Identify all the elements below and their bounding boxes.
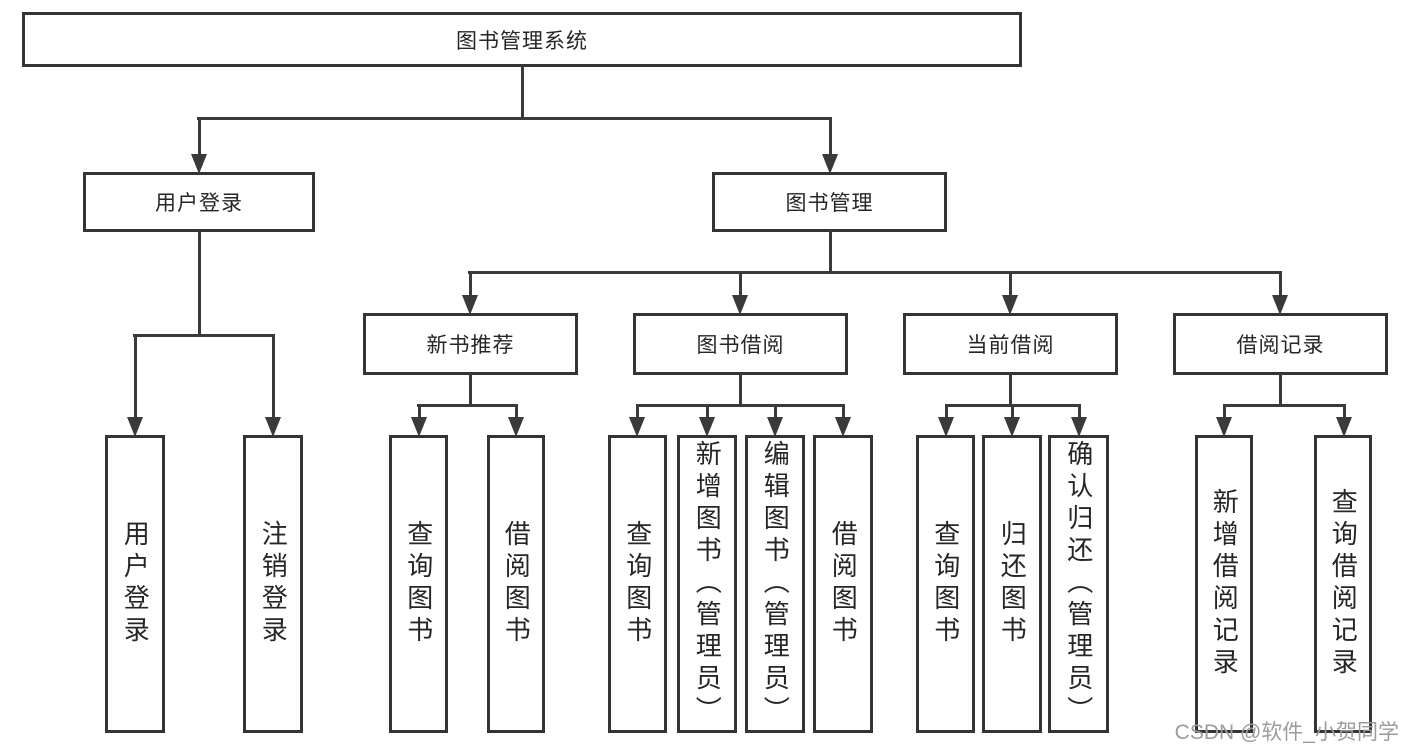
arrow-down-icon bbox=[1336, 417, 1352, 437]
node-label: 编辑图书（管理员） bbox=[760, 440, 791, 728]
node-label: 当前借阅 bbox=[966, 334, 1055, 357]
arrow-down-icon bbox=[732, 295, 748, 315]
arrow-down-icon bbox=[1272, 295, 1288, 315]
arrow-line bbox=[1077, 404, 1081, 419]
arrow-line bbox=[468, 271, 472, 297]
node-label: 借阅记录 bbox=[1236, 334, 1325, 357]
arrow-down-icon bbox=[508, 417, 524, 437]
arrow-down-icon bbox=[835, 417, 851, 437]
watermark: CSDN @软件_小贺同学 bbox=[1174, 721, 1399, 744]
node-label: 查询图书 bbox=[403, 520, 434, 648]
connector-hline bbox=[197, 116, 832, 120]
arrow-line bbox=[738, 271, 742, 297]
node-book-management-system: 图书管理系统 bbox=[22, 12, 1022, 67]
connector-hline bbox=[133, 333, 275, 337]
leaf-logout: 注销登录 bbox=[243, 435, 303, 733]
arrow-line bbox=[1342, 404, 1346, 419]
node-book-management: 图书管理 bbox=[712, 172, 947, 232]
leaf-user-login: 用户登录 bbox=[105, 435, 165, 733]
connector-vline bbox=[738, 373, 742, 407]
leaf-query-books-3: 查询图书 bbox=[916, 435, 975, 733]
connector-hline bbox=[468, 270, 1282, 274]
connector-vline bbox=[197, 230, 201, 337]
node-label: 新书推荐 bbox=[426, 334, 515, 357]
node-borrowing-records: 借阅记录 bbox=[1173, 313, 1388, 375]
arrow-line bbox=[197, 117, 201, 156]
arrow-line bbox=[828, 117, 832, 156]
arrow-down-icon bbox=[1071, 417, 1087, 437]
node-label: 查询借阅记录 bbox=[1328, 488, 1359, 680]
connector-vline bbox=[468, 373, 472, 407]
node-label: 归还图书 bbox=[997, 520, 1028, 648]
arrow-line bbox=[1010, 404, 1014, 419]
arrow-down-icon bbox=[411, 417, 427, 437]
node-current-borrowing: 当前借阅 bbox=[903, 313, 1118, 375]
arrow-down-icon bbox=[822, 154, 838, 174]
node-label: 图书借阅 bbox=[696, 334, 785, 357]
arrow-line bbox=[705, 404, 709, 419]
leaf-query-borrow-record: 查询借阅记录 bbox=[1314, 435, 1372, 733]
leaf-query-books-1: 查询图书 bbox=[389, 435, 448, 733]
arrow-line bbox=[1008, 271, 1012, 297]
node-label: 查询图书 bbox=[930, 520, 961, 648]
node-label: 图书管理系统 bbox=[456, 29, 588, 53]
arrow-down-icon bbox=[1002, 295, 1018, 315]
connector-vline bbox=[828, 230, 832, 274]
connector-hline bbox=[417, 403, 518, 407]
arrow-line bbox=[841, 404, 845, 419]
node-label: 用户登录 bbox=[155, 192, 243, 215]
leaf-add-books-admin: 新增图书（管理员） bbox=[677, 435, 737, 733]
arrow-line bbox=[133, 334, 137, 419]
arrow-down-icon bbox=[191, 154, 207, 174]
node-label: 新增图书（管理员） bbox=[692, 440, 723, 728]
leaf-return-books: 归还图书 bbox=[982, 435, 1042, 733]
leaf-edit-books-admin: 编辑图书（管理员） bbox=[745, 435, 805, 733]
arrow-down-icon bbox=[767, 417, 783, 437]
node-new-book-recommend: 新书推荐 bbox=[363, 313, 578, 375]
node-label: 注销登录 bbox=[258, 520, 289, 648]
arrow-down-icon bbox=[462, 295, 478, 315]
connector-hline bbox=[636, 403, 845, 407]
connector-vline bbox=[1278, 373, 1282, 407]
arrow-line bbox=[1222, 404, 1226, 419]
arrow-down-icon bbox=[938, 417, 954, 437]
leaf-add-borrow-record: 新增借阅记录 bbox=[1195, 435, 1253, 733]
arrow-line bbox=[944, 404, 948, 419]
node-book-borrowing: 图书借阅 bbox=[633, 313, 848, 375]
node-user-login: 用户登录 bbox=[83, 172, 315, 232]
arrow-line bbox=[514, 404, 518, 419]
node-label: 借阅图书 bbox=[501, 520, 532, 648]
node-label: 用户登录 bbox=[120, 520, 151, 648]
leaf-query-books-2: 查询图书 bbox=[608, 435, 667, 733]
node-label: 确认归还（管理员） bbox=[1063, 440, 1094, 728]
arrow-line bbox=[417, 404, 421, 419]
leaf-borrow-books-2: 借阅图书 bbox=[813, 435, 873, 733]
arrow-line bbox=[1278, 271, 1282, 297]
node-label: 新增借阅记录 bbox=[1209, 488, 1240, 680]
arrow-down-icon bbox=[629, 417, 645, 437]
leaf-borrow-books-1: 借阅图书 bbox=[487, 435, 545, 733]
arrow-down-icon bbox=[1004, 417, 1020, 437]
node-label: 查询图书 bbox=[622, 520, 653, 648]
arrow-down-icon bbox=[1216, 417, 1232, 437]
arrow-line bbox=[635, 404, 639, 419]
connector-hline bbox=[1223, 403, 1346, 407]
leaf-confirm-return-admin: 确认归还（管理员） bbox=[1048, 435, 1109, 733]
arrow-line bbox=[773, 404, 777, 419]
arrow-down-icon bbox=[265, 417, 281, 437]
connector-vline bbox=[520, 65, 524, 120]
arrow-down-icon bbox=[127, 417, 143, 437]
arrow-down-icon bbox=[699, 417, 715, 437]
arrow-line bbox=[271, 334, 275, 419]
connector-vline bbox=[1008, 373, 1012, 407]
node-label: 借阅图书 bbox=[828, 520, 859, 648]
node-label: 图书管理 bbox=[785, 192, 874, 215]
